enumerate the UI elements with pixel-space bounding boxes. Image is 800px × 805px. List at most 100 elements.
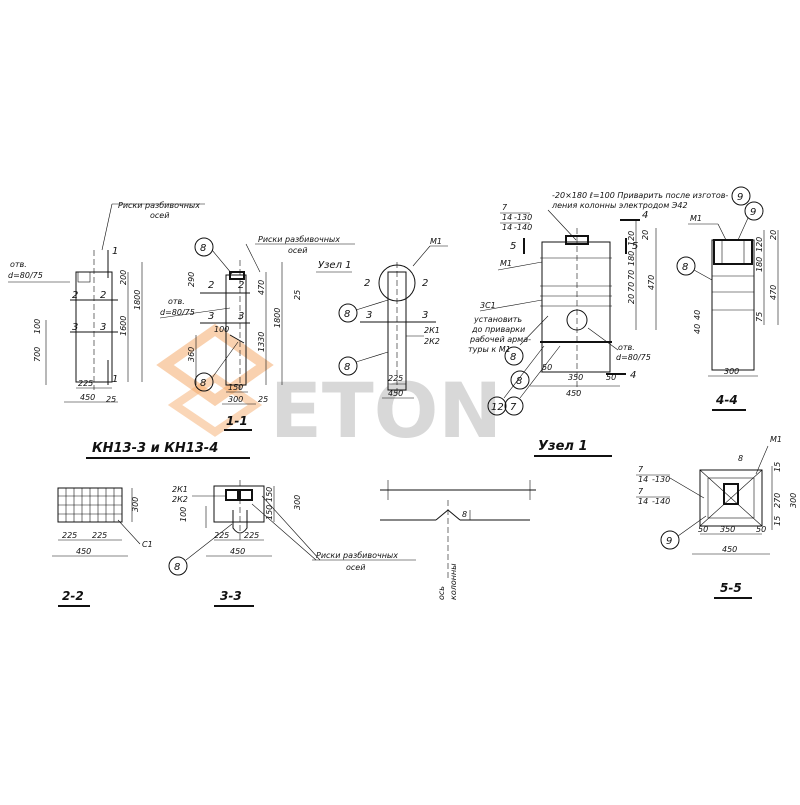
frac-7a: 7 (502, 203, 508, 212)
dim-300: 300 (228, 395, 243, 404)
section-33-label: 3-3 (220, 589, 242, 603)
section-5-5: 8 М1 7 14 -130 7 14 -140 15 270 15 300 5… (636, 435, 798, 599)
section-22-label: 2-2 (62, 589, 84, 603)
section-33-plate-a (225, 489, 239, 501)
column-axis-label-2: колонны (449, 563, 458, 600)
weld-note-1: -20×180 ℓ=100 Приварить после изготов- (552, 191, 728, 200)
axis-marks-label-33b: осей (346, 563, 365, 572)
dim-33-225b: 225 (244, 531, 259, 540)
pos-12: 12 (491, 402, 504, 413)
pos-8-bubble-g (676, 256, 696, 276)
section-11-top-plate (229, 271, 245, 280)
axis-marks-leader-11 (245, 243, 261, 273)
dim-node1-70b: 70 (627, 282, 636, 292)
node-1-cut-2a: 2 (364, 278, 370, 289)
dim-55-350: 350 (720, 525, 735, 534)
dim-1600: 1600 (119, 316, 128, 336)
axis-marks-label-2: осей (150, 211, 169, 220)
dim-33-150b: 150 (265, 505, 274, 520)
frac-55-leader (669, 477, 705, 499)
mark-33-2k1: 2К1 (172, 485, 188, 494)
dim-n1-450: 450 (388, 389, 403, 398)
hole-size-label: d=80/75 (8, 271, 43, 280)
node-1-m1-label: М1 (500, 259, 512, 268)
section-3-3: 2К1 2К2 100 150 150 300 225 225 450 8 Ри… (168, 480, 416, 607)
pos-9-bubble-a (731, 186, 751, 206)
cut-mark-11-2b: 2 (238, 280, 244, 291)
pos-8-bubble-a (194, 237, 214, 257)
node-1-cut-2b: 2 (422, 278, 428, 289)
dim-55-15a: 15 (773, 462, 782, 472)
slot-line (229, 334, 245, 344)
mark-3c1-leader (479, 299, 543, 312)
dim-44-40a: 40 (693, 324, 702, 334)
cut-4-bottom: 4 (630, 370, 636, 381)
cut-mark-2: 2 (72, 290, 78, 301)
axis-marks-label-33: Риски разбивочных (316, 551, 398, 560)
column-elevation: Риски разбивочных осей отв. d=80/75 2 2 … (8, 201, 205, 404)
hole-label-node1: отв. (618, 343, 635, 352)
frac-14a: 14 (502, 213, 512, 222)
dim-node1-470: 470 (647, 275, 656, 290)
section-55-diag-b (699, 469, 763, 527)
pos-9-bubble-c (660, 530, 680, 550)
frac-55-140: -140 (652, 497, 670, 506)
axis-marks-leader (101, 203, 113, 251)
axis-marks-label: Риски разбивочных (118, 201, 200, 210)
dim-axis-8: 8 (462, 510, 467, 519)
weld-note-2: ления колонны электродом Э42 (551, 201, 688, 210)
axis-detail-notch-a (435, 509, 449, 521)
watermark-text: ETON (270, 366, 502, 455)
dim-33-225a: 225 (214, 531, 229, 540)
dim-55-15b: 15 (773, 516, 782, 526)
dim-100: 100 (33, 319, 42, 334)
pos-8-b: 8 (200, 378, 206, 389)
cut-mark-3: 3 (72, 322, 78, 333)
frac-55-14b: 14 (638, 497, 648, 506)
section-1-1: 8 Риски разбивочных осей 2 2 отв. d=80/7… (159, 235, 355, 431)
watermark-logo-icon (156, 323, 274, 407)
hole-size-label-node1: d=80/75 (616, 353, 651, 362)
dim-11-25: 25 (293, 290, 302, 300)
mark-55-8: 8 (738, 454, 743, 463)
cut-mark-11-2a: 2 (208, 280, 214, 291)
hole-leader-node1 (587, 327, 619, 351)
cut-mark-1-bottom: 1 (112, 374, 118, 385)
dim-44-40b: 40 (693, 310, 702, 320)
pos-8-f: 8 (516, 376, 522, 387)
frac-55-14a: 14 (638, 475, 648, 484)
pos-12-bubble (487, 396, 507, 416)
watermark-logo-inner-icon (167, 373, 263, 437)
install-note-2: до приварки (471, 325, 525, 334)
dim-55-50a: 50 (698, 525, 708, 534)
dim-node1-50a: 50 (542, 363, 552, 372)
dim-44-470: 470 (769, 285, 778, 300)
section-55-label: 5-5 (720, 581, 742, 595)
dim-25: 25 (106, 395, 116, 404)
install-note-4: туры к М1 (468, 345, 511, 354)
pos-9-b: 9 (750, 207, 756, 218)
dim-33-100: 100 (179, 507, 188, 522)
dim-450: 450 (80, 393, 95, 402)
dim-55-50b: 50 (756, 525, 766, 534)
mark-3c1: 3С1 (480, 301, 496, 310)
pos-7: 7 (510, 402, 517, 413)
section-33-plate-b (239, 489, 253, 501)
pos-9-leader-c (677, 515, 707, 537)
m1-label: М1 (430, 237, 442, 246)
column-top-plate (77, 271, 91, 283)
section-2-2: 300 225 225 450 С1 2-2 (52, 487, 153, 607)
pos-8-bubble-e (504, 346, 524, 366)
pos-8-h: 8 (174, 562, 180, 573)
watermark: ETON (156, 323, 502, 455)
m1-leader (412, 245, 431, 267)
dim-55-270: 270 (773, 493, 782, 508)
dim-11-25b: 25 (258, 395, 268, 404)
dim-290: 290 (187, 272, 196, 287)
frac-55-7b: 7 (638, 487, 644, 496)
pos-9-bubble-b (744, 201, 764, 221)
axis-marks-label-11b: осей (288, 246, 307, 255)
mark-55-m1-leader (755, 445, 769, 475)
pos-8-leader-b (211, 341, 239, 379)
